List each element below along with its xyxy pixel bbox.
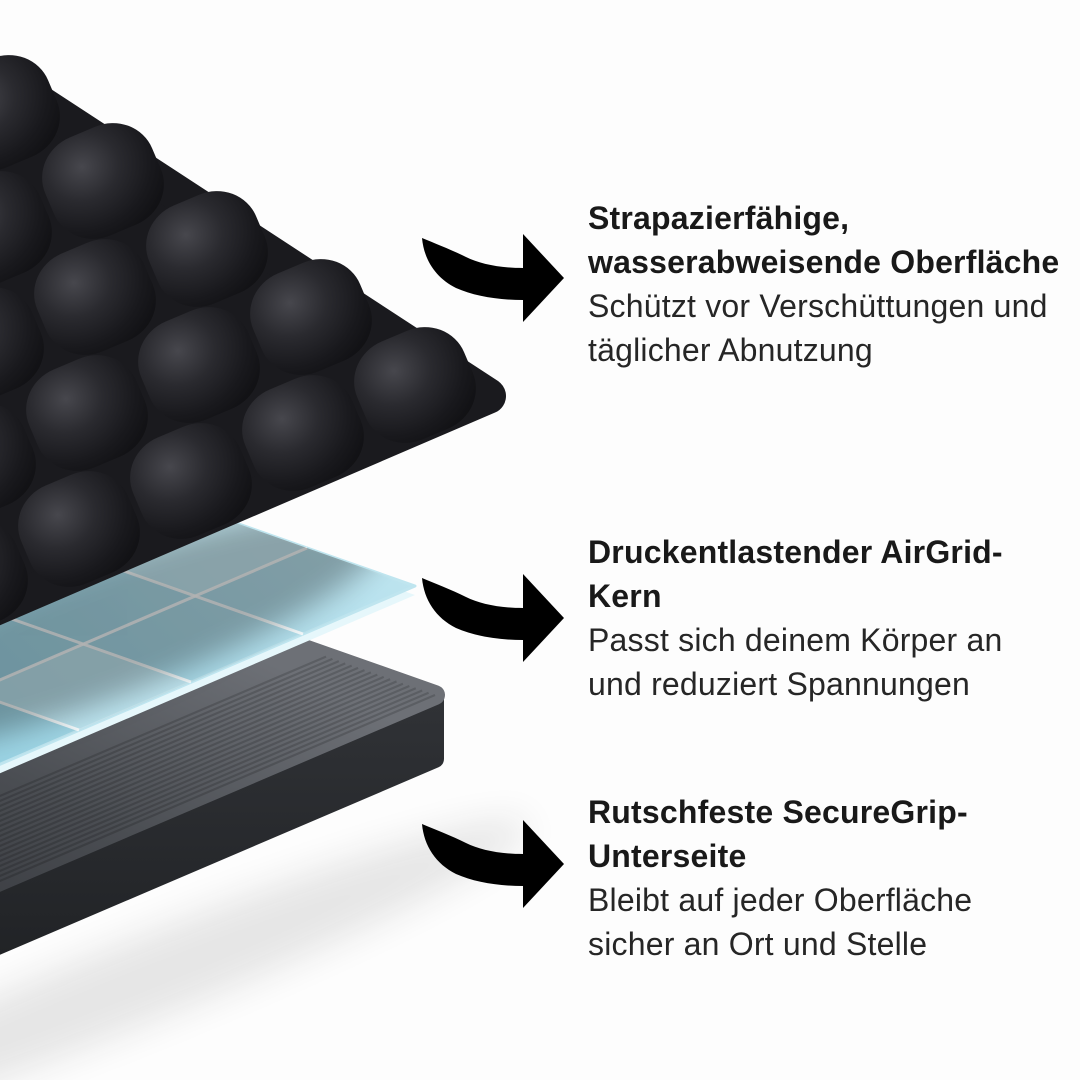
annotation-title: Strapazierfähige, wasserabweisende Oberf… xyxy=(588,200,1060,280)
foam-texture-ribs xyxy=(0,655,436,883)
cushion-top-layer xyxy=(0,55,506,635)
annotation-text-block: Strapazierfähige, wasserabweisende Oberf… xyxy=(588,196,1063,372)
annotation-description: Passt sich deinem Körper an und reduzier… xyxy=(588,622,1003,702)
cushion-pillows xyxy=(0,55,476,635)
annotation-text-block: Druckentlastender AirGrid- Kern Passt si… xyxy=(588,530,1063,706)
curved-arrow-icon xyxy=(422,820,564,908)
curved-arrow-icon xyxy=(422,574,564,662)
annotation-title: Druckentlastender AirGrid- Kern xyxy=(588,534,1003,614)
annotation-text-block: Rutschfeste SecureGrip- Unterseite Bleib… xyxy=(588,790,1063,966)
annotation-title: Rutschfeste SecureGrip- Unterseite xyxy=(588,794,968,874)
curved-arrow-icon xyxy=(422,234,564,322)
annotation-description: Schützt vor Verschüttungen und täglicher… xyxy=(588,288,1048,368)
annotation-description: Bleibt auf jeder Oberfläche sicher an Or… xyxy=(588,882,973,962)
cushion-shadow-on-core xyxy=(0,506,392,754)
ground-shadow xyxy=(0,819,529,1080)
